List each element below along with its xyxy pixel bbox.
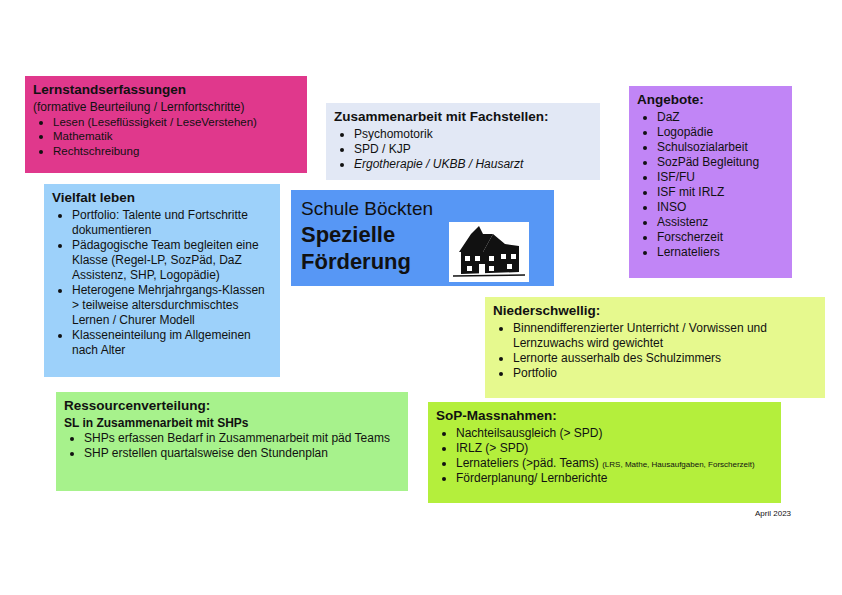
house-door	[479, 264, 485, 274]
bullet-item: Portfolio	[493, 366, 817, 381]
house-window	[475, 256, 480, 261]
box-content: Schule BöcktenSpezielle Förderung	[301, 198, 544, 276]
bullet-item: Forscherzeit	[637, 230, 784, 245]
bullet-item: DaZ	[637, 110, 784, 125]
sop-box: SoP-Massnahmen:Nachteilsausgleich (> SPD…	[428, 402, 781, 503]
house-window	[489, 256, 494, 261]
bullet-item: Heterogene Mehrjahrgangs-Klassen > teilw…	[52, 283, 272, 328]
bullet-item: Logopädie	[637, 125, 784, 140]
title-box: Schule BöcktenSpezielle Förderung	[291, 190, 554, 286]
box-heading: Zusammenarbeit mit Fachstellen:	[334, 109, 592, 126]
box-text: (formative Beurteilung / Lernfortschritt…	[33, 100, 299, 115]
bullet-item: Psychomotorik	[334, 127, 592, 142]
box-heading: Vielfalt leben	[52, 190, 272, 207]
diversity-box: Vielfalt lebenPortfolio: Talente und For…	[44, 184, 280, 377]
bullet-item: Förderplanung/ Lernberichte	[436, 471, 773, 486]
box-heading: Angebote:	[637, 92, 784, 109]
bullet-item: INSO	[637, 200, 784, 215]
bullet-item: Rechtschreibung	[33, 144, 299, 158]
bullet-item: ISF/FU	[637, 170, 784, 185]
box-content: Ressourcenverteilung:SL in Zusammenarbei…	[64, 398, 400, 461]
house-window	[467, 266, 472, 271]
house-window	[501, 254, 506, 259]
box-heading: SoP-Massnahmen:	[436, 408, 773, 425]
ground-line	[453, 275, 525, 276]
house-window	[507, 264, 512, 269]
bullet-item: Portfolio: Talente und Fortschritte doku…	[52, 208, 272, 238]
bullet-item: SozPäd Begleitung	[637, 155, 784, 170]
box-content: Zusammenarbeit mit Fachstellen:Psychomot…	[334, 109, 592, 172]
box-content: Angebote:DaZLogopädieSchulsozialarbeitSo…	[637, 92, 784, 260]
bullet-item: Lesen (Leseflüssigkeit / LeseVerstehen)	[33, 115, 299, 129]
bullet-item: Nachteilsausgleich (> SPD)	[436, 426, 773, 441]
bullet-item: SPD / KJP	[334, 142, 592, 157]
low-threshold-box: Niederschwellig:Binnendifferenzierter Un…	[485, 297, 825, 398]
box-text: Schule Böckten	[301, 198, 544, 221]
bullet-item: Ergotherapie / UKBB / Hausarzt	[334, 157, 592, 172]
date-note: April 2023	[755, 509, 791, 518]
bullet-item: Schulsozialarbeit	[637, 140, 784, 155]
box-heading: Lernstandserfassungen	[33, 82, 299, 99]
box-heading: Niederschwellig:	[493, 303, 817, 320]
box-content: Vielfalt lebenPortfolio: Talente und For…	[52, 190, 272, 358]
bullet-item: Lernateliers (>päd. Teams) (LRS, Mathe, …	[436, 456, 773, 471]
box-text: Spezielle Förderung	[301, 221, 441, 276]
bullet-item: Assistenz	[637, 215, 784, 230]
bullet-item: Lernateliers	[637, 245, 784, 260]
offers-box: Angebote:DaZLogopädieSchulsozialarbeitSo…	[629, 86, 792, 278]
box-content: Lernstandserfassungen(formative Beurteil…	[33, 82, 299, 158]
bullet-item: Mathematik	[33, 129, 299, 143]
bullet-item: SHPs erfassen Bedarf in Zusammenarbeit m…	[64, 431, 400, 446]
box-text: SL in Zusammenarbeit mit SHPs	[64, 416, 400, 431]
house-body	[461, 234, 519, 274]
box-heading: Ressourcenverteilung:	[64, 398, 400, 415]
bullet-item: Binnendifferenzierter Unterricht / Vorwi…	[493, 321, 817, 351]
icon-ground	[449, 222, 529, 282]
assessment-box: Lernstandserfassungen(formative Beurteil…	[25, 76, 307, 173]
resources-box: Ressourcenverteilung:SL in Zusammenarbei…	[56, 392, 408, 491]
box-content: Niederschwellig:Binnendifferenzierter Un…	[493, 303, 817, 381]
house-window	[465, 256, 470, 261]
house-window	[511, 254, 516, 259]
partners-box: Zusammenarbeit mit Fachstellen:Psychomot…	[326, 103, 600, 180]
bullet-item: (LRS, Mathe, Hausaufgaben, Forscherzeit)	[602, 460, 755, 469]
bullet-item: SHP erstellen quartalsweise den Stundenp…	[64, 446, 400, 461]
box-content: SoP-Massnahmen:Nachteilsausgleich (> SPD…	[436, 408, 773, 486]
bullet-item: ISF mit IRLZ	[637, 185, 784, 200]
house-window	[489, 266, 494, 271]
school-house-icon	[449, 222, 529, 282]
bullet-item: Pädagogische Team begleiten eine Klasse …	[52, 238, 272, 283]
bullet-item: Klasseneinteilung im Allgemeinen nach Al…	[52, 328, 272, 358]
bullet-item: IRLZ (> SPD)	[436, 441, 773, 456]
bullet-item: Lernorte ausserhalb des Schulzimmers	[493, 351, 817, 366]
